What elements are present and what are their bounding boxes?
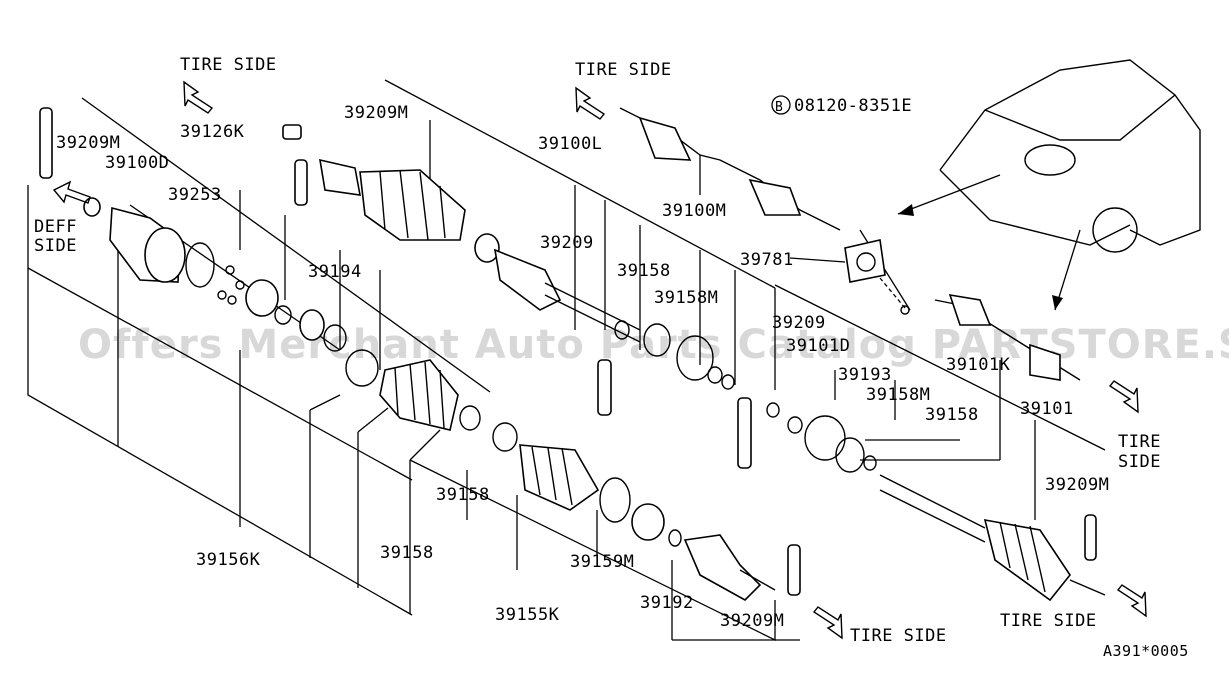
bolt-callout: 08120-8351E: [794, 96, 912, 116]
figure-code: A391*0005: [1103, 642, 1189, 660]
direction-arrows: [52, 80, 1147, 640]
label-39100D: 39100D: [105, 153, 169, 173]
label-39159M: 39159M: [570, 552, 634, 572]
leader-lines: [27, 79, 1106, 642]
label-39101K: 39101K: [946, 355, 1011, 375]
label-39100M: 39100M: [662, 201, 726, 221]
label-39192: 39192: [640, 593, 694, 613]
label-39158-c: 39158: [380, 543, 434, 563]
label-deff: DEFF: [34, 217, 77, 237]
label-39126K: 39126K: [180, 122, 245, 142]
parts-drawing: [39, 59, 1201, 602]
label-39156K: 39156K: [196, 550, 261, 570]
label-39209M-b: 39209M: [344, 103, 408, 123]
label-39253: 39253: [168, 185, 222, 205]
bolt-marker-icon: [771, 95, 791, 115]
label-39209M-a: 39209M: [56, 133, 120, 153]
label-tire-side-3: TIRE SIDE: [850, 626, 947, 646]
label-39193: 39193: [838, 365, 892, 385]
label-39209-b: 39209: [772, 313, 826, 333]
label-39158-b: 39158: [925, 405, 979, 425]
arrow-tire-side-1: [183, 80, 214, 114]
arrow-tire-side-4: [812, 606, 843, 640]
label-39209-a: 39209: [540, 233, 594, 253]
bolt-prefix: B: [775, 100, 783, 115]
label-tire-side-right: SIDE: [1118, 452, 1161, 472]
arrow-tire-side-2: [575, 86, 606, 120]
label-tire-side-1: TIRE SIDE: [180, 55, 277, 75]
label-deff-side: SIDE: [34, 236, 77, 256]
arrow-tire-side-3: [1108, 380, 1139, 414]
label-39158M-b: 39158M: [866, 385, 930, 405]
label-tire-side-2: TIRE SIDE: [575, 60, 672, 80]
label-39158-d: 39158: [436, 485, 490, 505]
label-39158M-a: 39158M: [654, 288, 718, 308]
label-39101D: 39101D: [786, 336, 850, 356]
label-tire: TIRE: [1118, 432, 1161, 452]
arrow-tire-side-5: [1116, 584, 1147, 618]
label-39209M-d: 39209M: [720, 611, 784, 631]
label-39781: 39781: [740, 250, 794, 270]
arrow-deff-side: [52, 180, 91, 204]
label-39100L: 39100L: [538, 134, 602, 154]
label-39194: 39194: [308, 262, 362, 282]
label-39209M-c: 39209M: [1045, 475, 1109, 495]
labels: TIRE SIDE TIRE SIDE DEFF SIDE TIRE SIDE …: [34, 55, 1189, 660]
label-tire-side-4: TIRE SIDE: [1000, 611, 1097, 631]
label-39158-a: 39158: [617, 261, 671, 281]
label-39155K: 39155K: [495, 605, 560, 625]
label-39101: 39101: [1020, 399, 1074, 419]
